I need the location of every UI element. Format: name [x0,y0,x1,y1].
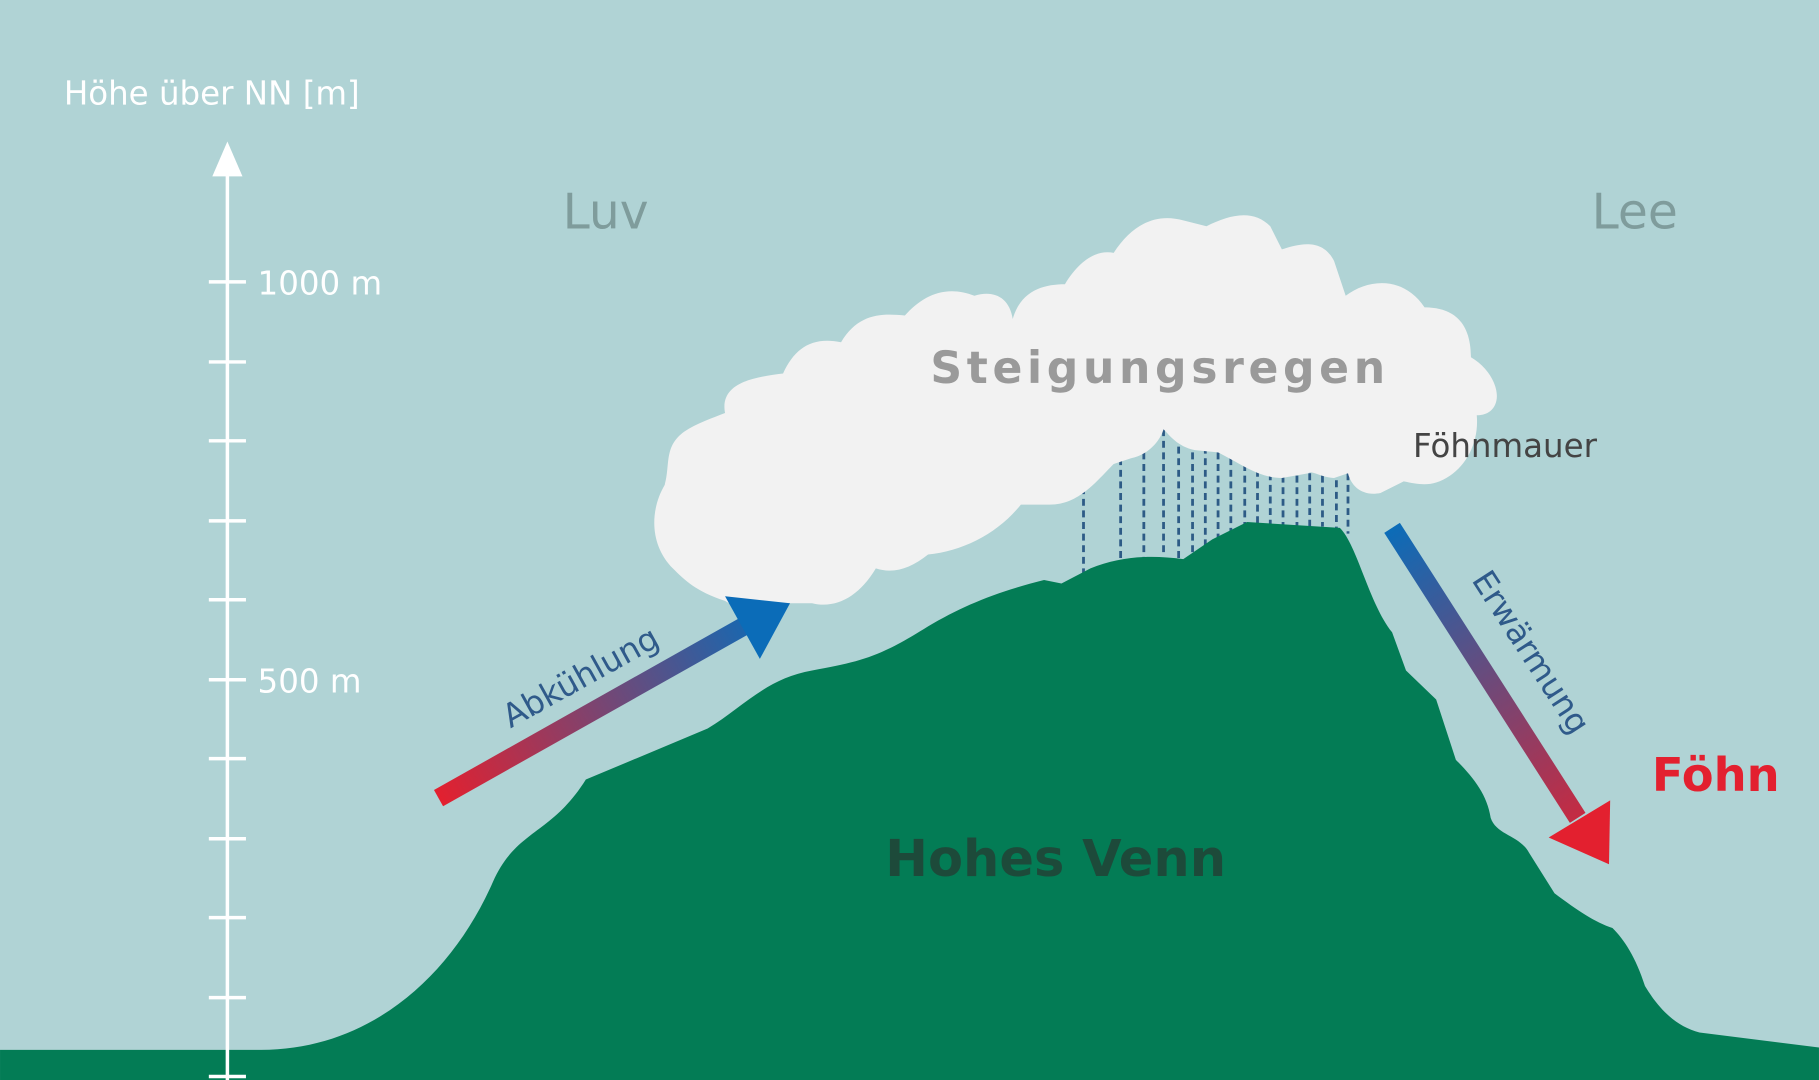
axis-title: Höhe über NN [m] [64,74,360,112]
windward-label: Luv [563,185,649,241]
axis-arrow-icon [212,141,243,177]
axis-label-1000: 1000 m [258,265,383,303]
leeward-label: Lee [1592,185,1678,241]
height-axis [208,162,246,1080]
arrowhead-icon [1548,800,1611,865]
cloud-label: Steigungsregen [930,343,1389,394]
warming-arrow [1384,522,1611,865]
mountain-label: Hohes Venn [885,830,1226,889]
axis-label-500: 500 m [258,663,362,701]
foehn-label: Föhn [1652,748,1780,802]
cooling-arrow [433,596,791,807]
foehn-wall-label: Föhnmauer [1413,427,1598,465]
cloud [654,215,1497,610]
arrowhead-icon [725,596,791,659]
mountain [0,522,1819,1080]
